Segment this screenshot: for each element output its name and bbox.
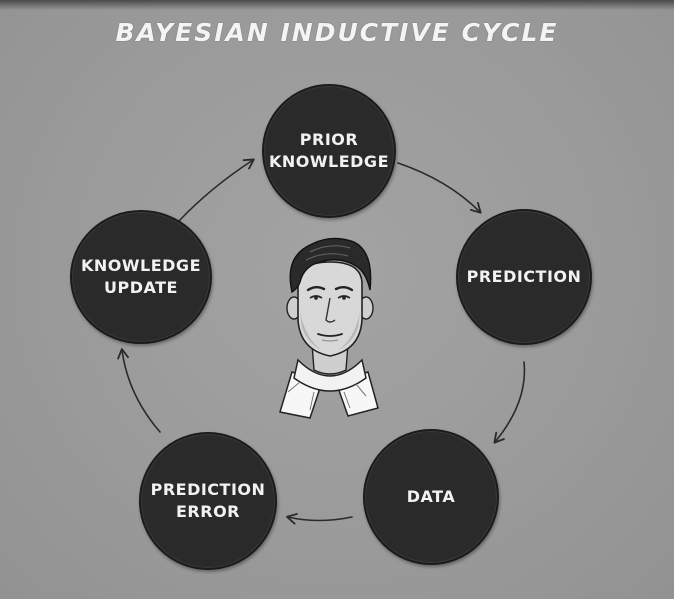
node-prediction-error: PREDICTION ERROR <box>139 432 277 570</box>
arrow-prior-to-prediction-icon <box>397 162 482 214</box>
node-knowledge-update-label: KNOWLEDGE UPDATE <box>80 256 201 297</box>
node-prior-knowledge: PRIOR KNOWLEDGE <box>262 84 396 218</box>
portrait-illustration-icon <box>279 237 379 419</box>
node-prediction-error-label: PREDICTION ERROR <box>150 480 266 521</box>
node-prediction-label: PREDICTION <box>466 267 582 286</box>
node-prediction: PREDICTION <box>456 209 592 345</box>
arrow-error-to-update-icon <box>117 348 161 433</box>
node-knowledge-update: KNOWLEDGE UPDATE <box>70 210 212 344</box>
node-data-label: DATA <box>406 487 456 506</box>
arrow-prediction-to-data-icon <box>493 361 526 444</box>
node-prior-knowledge-label: PRIOR KNOWLEDGE <box>268 130 389 171</box>
arrow-update-to-prior-icon <box>177 158 255 223</box>
node-data: DATA <box>363 429 499 565</box>
arrow-data-to-error-icon <box>286 513 353 525</box>
top-shade <box>0 0 674 10</box>
diagram-title: BAYESIAN INDUCTIVE CYCLE <box>115 18 559 47</box>
